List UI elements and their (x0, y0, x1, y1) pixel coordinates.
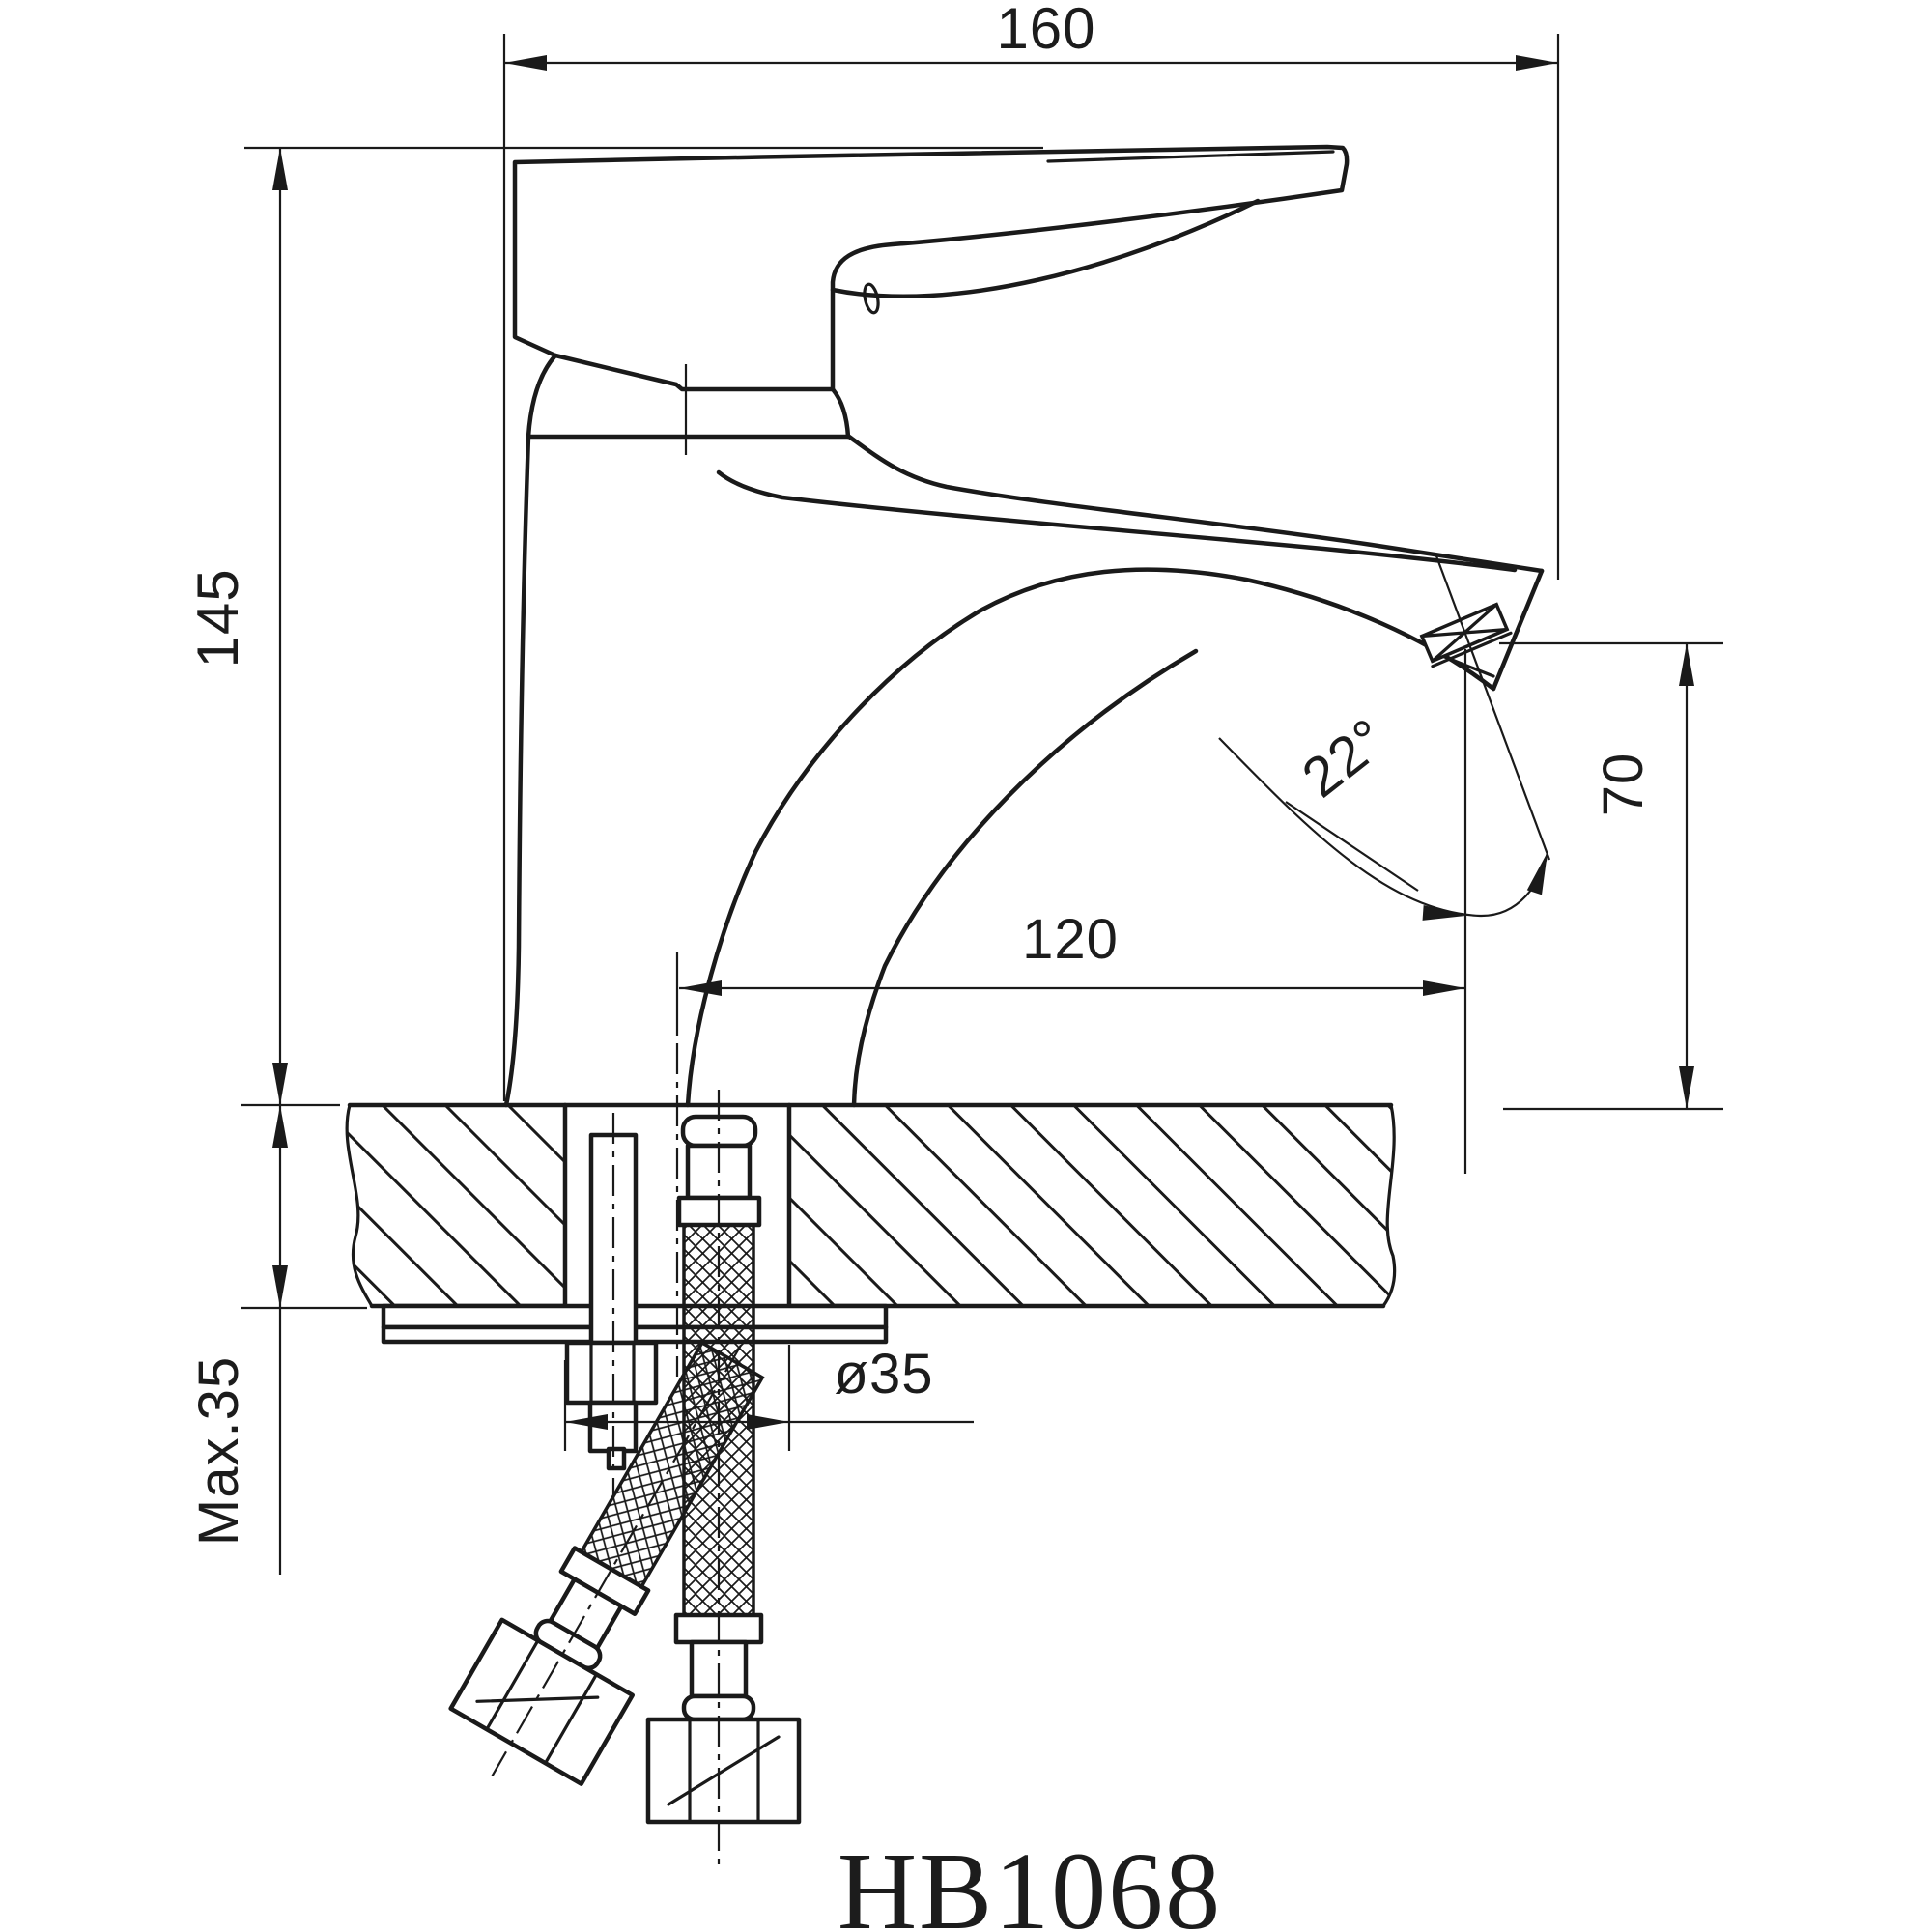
dim-label-22: 22° (1291, 706, 1399, 810)
dim-spout-height-70: 70 (1499, 641, 1723, 1111)
hose-nut-angled (448, 1617, 635, 1786)
mounting-stud (564, 1113, 659, 1495)
arrowhead-top (1679, 643, 1694, 686)
angle-slant-line (1434, 553, 1551, 861)
dome-right-arc (830, 386, 851, 440)
counter-hatch-right (789, 1105, 1395, 1306)
hose-nut-bottom-facets (688, 1718, 760, 1824)
counter-break-edge-left (345, 1103, 374, 1308)
stud-nut (564, 1340, 659, 1406)
arrowhead-right (1423, 980, 1465, 996)
dim-width-160: 160 (502, 0, 1560, 1101)
body-left-edge (503, 434, 531, 1108)
dim-label-160: 160 (996, 0, 1095, 61)
arrowhead-top (272, 1105, 288, 1148)
arrowhead-left (504, 55, 547, 71)
dim-label-145: 145 (185, 568, 250, 668)
stud-nut-facets (589, 1341, 636, 1405)
stud-slot (606, 1446, 627, 1471)
mounting-hole-walls (562, 1102, 792, 1309)
counter-cross-section (345, 1102, 1397, 1309)
hose-nut-angled-facets (485, 1638, 599, 1765)
arrowhead-bottom (1679, 1066, 1694, 1109)
handle-lower-edge (830, 198, 1261, 299)
hose-nut-bottom-highlight (667, 1735, 781, 1806)
spout-underside (685, 567, 1496, 1108)
dome-left-arc (526, 353, 558, 440)
dim-height-145: 145 (185, 146, 1043, 1107)
dim-max-thickness-35: Max.35 (187, 1105, 367, 1575)
dim-angle-22: 22° (1218, 553, 1555, 923)
counter-hatch-left (347, 1105, 565, 1306)
arrowhead-on-slant (1526, 849, 1555, 895)
arrowhead-left (565, 1414, 608, 1430)
dim-reach-120: 120 (675, 649, 1467, 1377)
arrowhead-top (272, 148, 288, 190)
dim-hole-diameter-35: ø35 (563, 1343, 974, 1451)
dim-label-max35: Max.35 (187, 1356, 250, 1546)
handle-pivot (863, 282, 880, 315)
model-number: HB1068 (838, 1830, 1222, 1932)
arrowhead-right (747, 1414, 789, 1430)
arrowhead-bottom (272, 1063, 288, 1105)
handle-lever (512, 144, 1350, 392)
dim-label-dia35: ø35 (835, 1343, 934, 1406)
arrowhead-on-vertical (1422, 904, 1466, 923)
dim-label-120: 120 (1022, 908, 1119, 971)
handle-blade-edge (1046, 150, 1335, 163)
body-back-edge (851, 648, 1199, 1108)
spout-tip-face (1491, 568, 1545, 692)
faucet-outline (503, 144, 1545, 1108)
supply-hose-vertical (645, 1090, 802, 1866)
dim-label-70: 70 (1592, 753, 1655, 817)
counter-break-edge-right (1381, 1103, 1397, 1308)
arrowhead-left (679, 980, 722, 996)
handle-block (512, 144, 1350, 392)
spout-inner-edge (716, 469, 1518, 573)
cartridge-dome (526, 353, 851, 455)
arrowhead-right (1516, 55, 1558, 71)
spout (685, 434, 1545, 1108)
angle-text-underline (1285, 801, 1419, 892)
spout-top-edge (846, 434, 1545, 574)
arrowhead-bottom (272, 1265, 288, 1308)
